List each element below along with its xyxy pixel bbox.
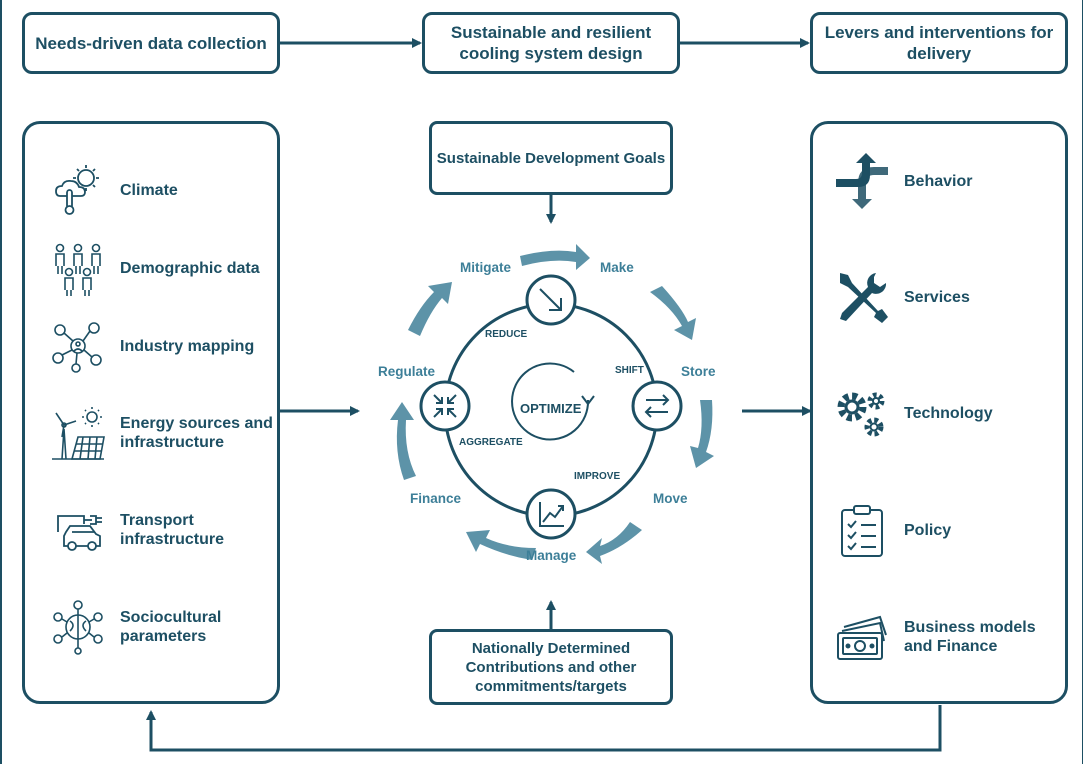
item-sociocultural: Sociocultural parameters <box>50 599 270 655</box>
item-business-label: Business models and Finance <box>904 619 1036 655</box>
item-business: Business models and Finance <box>834 609 1059 665</box>
outer-cycle-arrows <box>390 244 714 564</box>
people-icon <box>50 240 106 296</box>
vehicle-plug-icon <box>50 502 106 558</box>
tools-icon <box>834 269 890 325</box>
item-demographic: Demographic data <box>50 240 270 296</box>
item-services-label: Services <box>904 288 970 306</box>
node-reduce <box>525 274 577 326</box>
item-behavior-label: Behavior <box>904 172 973 190</box>
item-climate-label: Climate <box>120 181 178 199</box>
node-aggregate <box>419 380 471 432</box>
item-policy-label: Policy <box>904 521 952 539</box>
item-technology-label: Technology <box>904 404 993 422</box>
item-transport-label: Transport infrastructure <box>120 512 225 548</box>
label-regulate: Regulate <box>378 364 436 379</box>
action-aggregate: AGGREGATE <box>459 437 523 448</box>
label-manage: Manage <box>526 548 577 563</box>
item-transport: Transport infrastructure <box>50 502 270 558</box>
action-shift: SHIFT <box>615 365 644 376</box>
banknotes-icon <box>834 609 890 665</box>
item-energy-label: Energy sources and infrastructure <box>120 415 273 451</box>
item-behavior: Behavior <box>834 153 1059 209</box>
item-demographic-label: Demographic data <box>120 259 260 277</box>
box-data-collection: Needs-driven data collection <box>22 12 280 74</box>
box-levers-delivery-label: Levers and interventions for delivery <box>824 23 1054 63</box>
crossing-arrows-icon <box>834 153 890 209</box>
box-system-design: Sustainable and resilient cooling system… <box>422 12 680 74</box>
action-improve: IMPROVE <box>574 471 621 482</box>
item-industry-label: Industry mapping <box>120 337 255 355</box>
box-sdg-label: Sustainable Development Goals <box>436 149 666 167</box>
box-sdg: Sustainable Development Goals <box>429 121 673 195</box>
item-industry: Industry mapping <box>50 318 270 374</box>
item-energy: Energy sources and infrastructure <box>50 405 275 461</box>
label-make: Make <box>600 260 634 275</box>
item-sociocultural-label: Sociocultural parameters <box>120 609 222 645</box>
label-finance: Finance <box>410 491 462 506</box>
optimize-cycle-icon <box>511 362 595 441</box>
label-store: Store <box>681 364 716 379</box>
box-ndc: Nationally Determined Contributions and … <box>429 629 673 705</box>
box-ndc-label: Nationally Determined Contributions and … <box>465 639 637 695</box>
box-levers-delivery: Levers and interventions for delivery <box>810 12 1068 74</box>
label-move: Move <box>653 491 688 506</box>
network-icon <box>50 318 106 374</box>
clipboard-icon <box>834 502 890 558</box>
label-mitigate: Mitigate <box>460 260 512 275</box>
panel-data-inputs <box>22 121 280 704</box>
optimize-label: OPTIMIZE <box>520 401 582 416</box>
gears-icon <box>834 385 890 441</box>
brain-network-icon <box>50 599 106 655</box>
action-reduce: REDUCE <box>485 329 528 340</box>
item-technology: Technology <box>834 385 1059 441</box>
node-shift <box>631 380 683 432</box>
arrow-feedback-loop <box>146 705 942 752</box>
climate-icon <box>50 162 106 218</box>
energy-icon <box>50 405 106 461</box>
item-policy: Policy <box>834 502 1059 558</box>
item-climate: Climate <box>50 162 270 218</box>
box-data-collection-label: Needs-driven data collection <box>35 33 267 53</box>
item-services: Services <box>834 269 1059 325</box>
box-system-design-label: Sustainable and resilient cooling system… <box>450 23 652 63</box>
node-improve <box>525 488 577 540</box>
